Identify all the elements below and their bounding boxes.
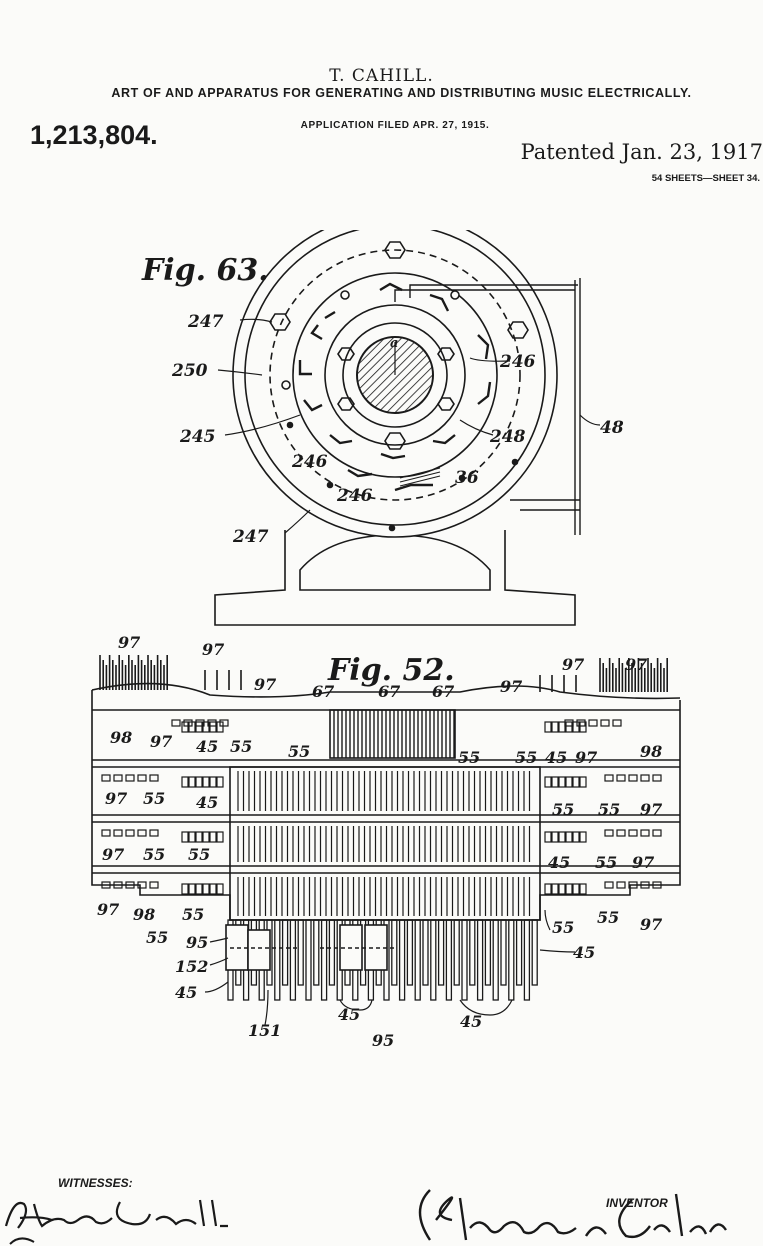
ref-numeral: 246: [499, 352, 536, 372]
ref-numeral: 55: [458, 748, 480, 767]
patent-number: 1,213,804.: [30, 120, 158, 151]
ref-numeral: 45: [196, 737, 218, 756]
ref-numeral: 55: [143, 845, 165, 864]
ref-numeral: 97: [202, 640, 224, 659]
ref-numeral: 67: [432, 682, 454, 701]
ref-numeral: 55: [146, 928, 168, 947]
upper-key-lines: [334, 710, 454, 758]
ref-numeral: 55: [552, 918, 574, 937]
ref-numeral: 55: [182, 905, 204, 924]
patented-date: Patented Jan. 23, 1917: [521, 140, 763, 164]
key-lines: [238, 771, 530, 916]
ref-numeral: 98: [640, 742, 662, 761]
ref-numeral: 95: [372, 1031, 394, 1050]
ref-numeral: 55: [597, 908, 619, 927]
ref-numeral: 45: [175, 983, 197, 1002]
ref-numeral: 55: [595, 853, 617, 872]
ref-numeral: 48: [600, 418, 624, 438]
ref-numeral: 67: [312, 682, 334, 701]
ref-numeral: 95: [186, 933, 208, 952]
patent-title: ART OF AND APPARATUS FOR GENERATING AND …: [40, 86, 763, 100]
ref-numeral: 247: [232, 527, 269, 547]
comb-right: [540, 658, 667, 692]
ref-numeral: 97: [632, 853, 654, 872]
patent-drawing: Fig. 63. Fig. 52. 247 250 245 246 248 36…: [0, 230, 763, 1070]
witnesses-label: WITNESSES:: [58, 1176, 133, 1190]
ref-numeral: 97: [150, 732, 172, 751]
upper-key-bank: [330, 710, 455, 758]
ref-numeral: 97: [562, 655, 584, 674]
ref-numeral: 97: [118, 633, 140, 652]
ref-numeral: 55: [552, 800, 574, 819]
ref-numeral: 55: [188, 845, 210, 864]
base-cutout: [300, 535, 490, 590]
fig-63-label: Fig. 63.: [141, 253, 269, 288]
ref-numeral: 45: [548, 853, 570, 872]
ref-numeral: 55: [143, 789, 165, 808]
sheet-count: 54 SHEETS—SHEET 34.: [652, 173, 760, 184]
ref-numeral: 97: [97, 900, 119, 919]
ref-numeral: 97: [640, 915, 662, 934]
ref-numeral: 152: [175, 957, 208, 976]
machine-base: [215, 530, 575, 625]
ref-numeral: a: [390, 336, 398, 351]
ref-numeral: 55: [598, 800, 620, 819]
inventor-name: T. CAHILL.: [0, 66, 763, 86]
ref-numeral: 151: [248, 1021, 281, 1040]
ref-numeral: 97: [625, 655, 647, 674]
ref-numeral: 97: [105, 789, 127, 808]
ref-numeral: 45: [573, 943, 595, 962]
ref-numeral: 246: [336, 486, 373, 506]
ref-numeral: 97: [575, 748, 597, 767]
inventor-signature: [400, 1180, 740, 1246]
ref-numeral: 45: [460, 1012, 482, 1031]
ref-numeral: 97: [500, 677, 522, 696]
ref-numeral: 246: [291, 452, 328, 472]
ref-numeral: 248: [489, 427, 526, 447]
ref-numeral: 250: [171, 361, 208, 381]
ref-numeral: 45: [545, 748, 567, 767]
figure-63: [215, 230, 600, 625]
witness-signature: [0, 1190, 260, 1246]
ref-numeral: 245: [179, 427, 216, 447]
ref-numeral: 36: [455, 468, 479, 488]
ref-numeral: 97: [640, 800, 662, 819]
ref-numeral: 98: [110, 728, 132, 747]
ref-numeral: 55: [288, 742, 310, 761]
ref-numeral: 67: [378, 682, 400, 701]
ref-numeral: 45: [196, 793, 218, 812]
ref-numeral: 55: [515, 748, 537, 767]
ref-numeral: 98: [133, 905, 155, 924]
ref-numeral: 97: [254, 675, 276, 694]
ref-numeral: 97: [102, 845, 124, 864]
ref-numeral: 45: [338, 1005, 360, 1024]
ref-numeral: 55: [230, 737, 252, 756]
ref-numeral: 247: [187, 312, 224, 332]
